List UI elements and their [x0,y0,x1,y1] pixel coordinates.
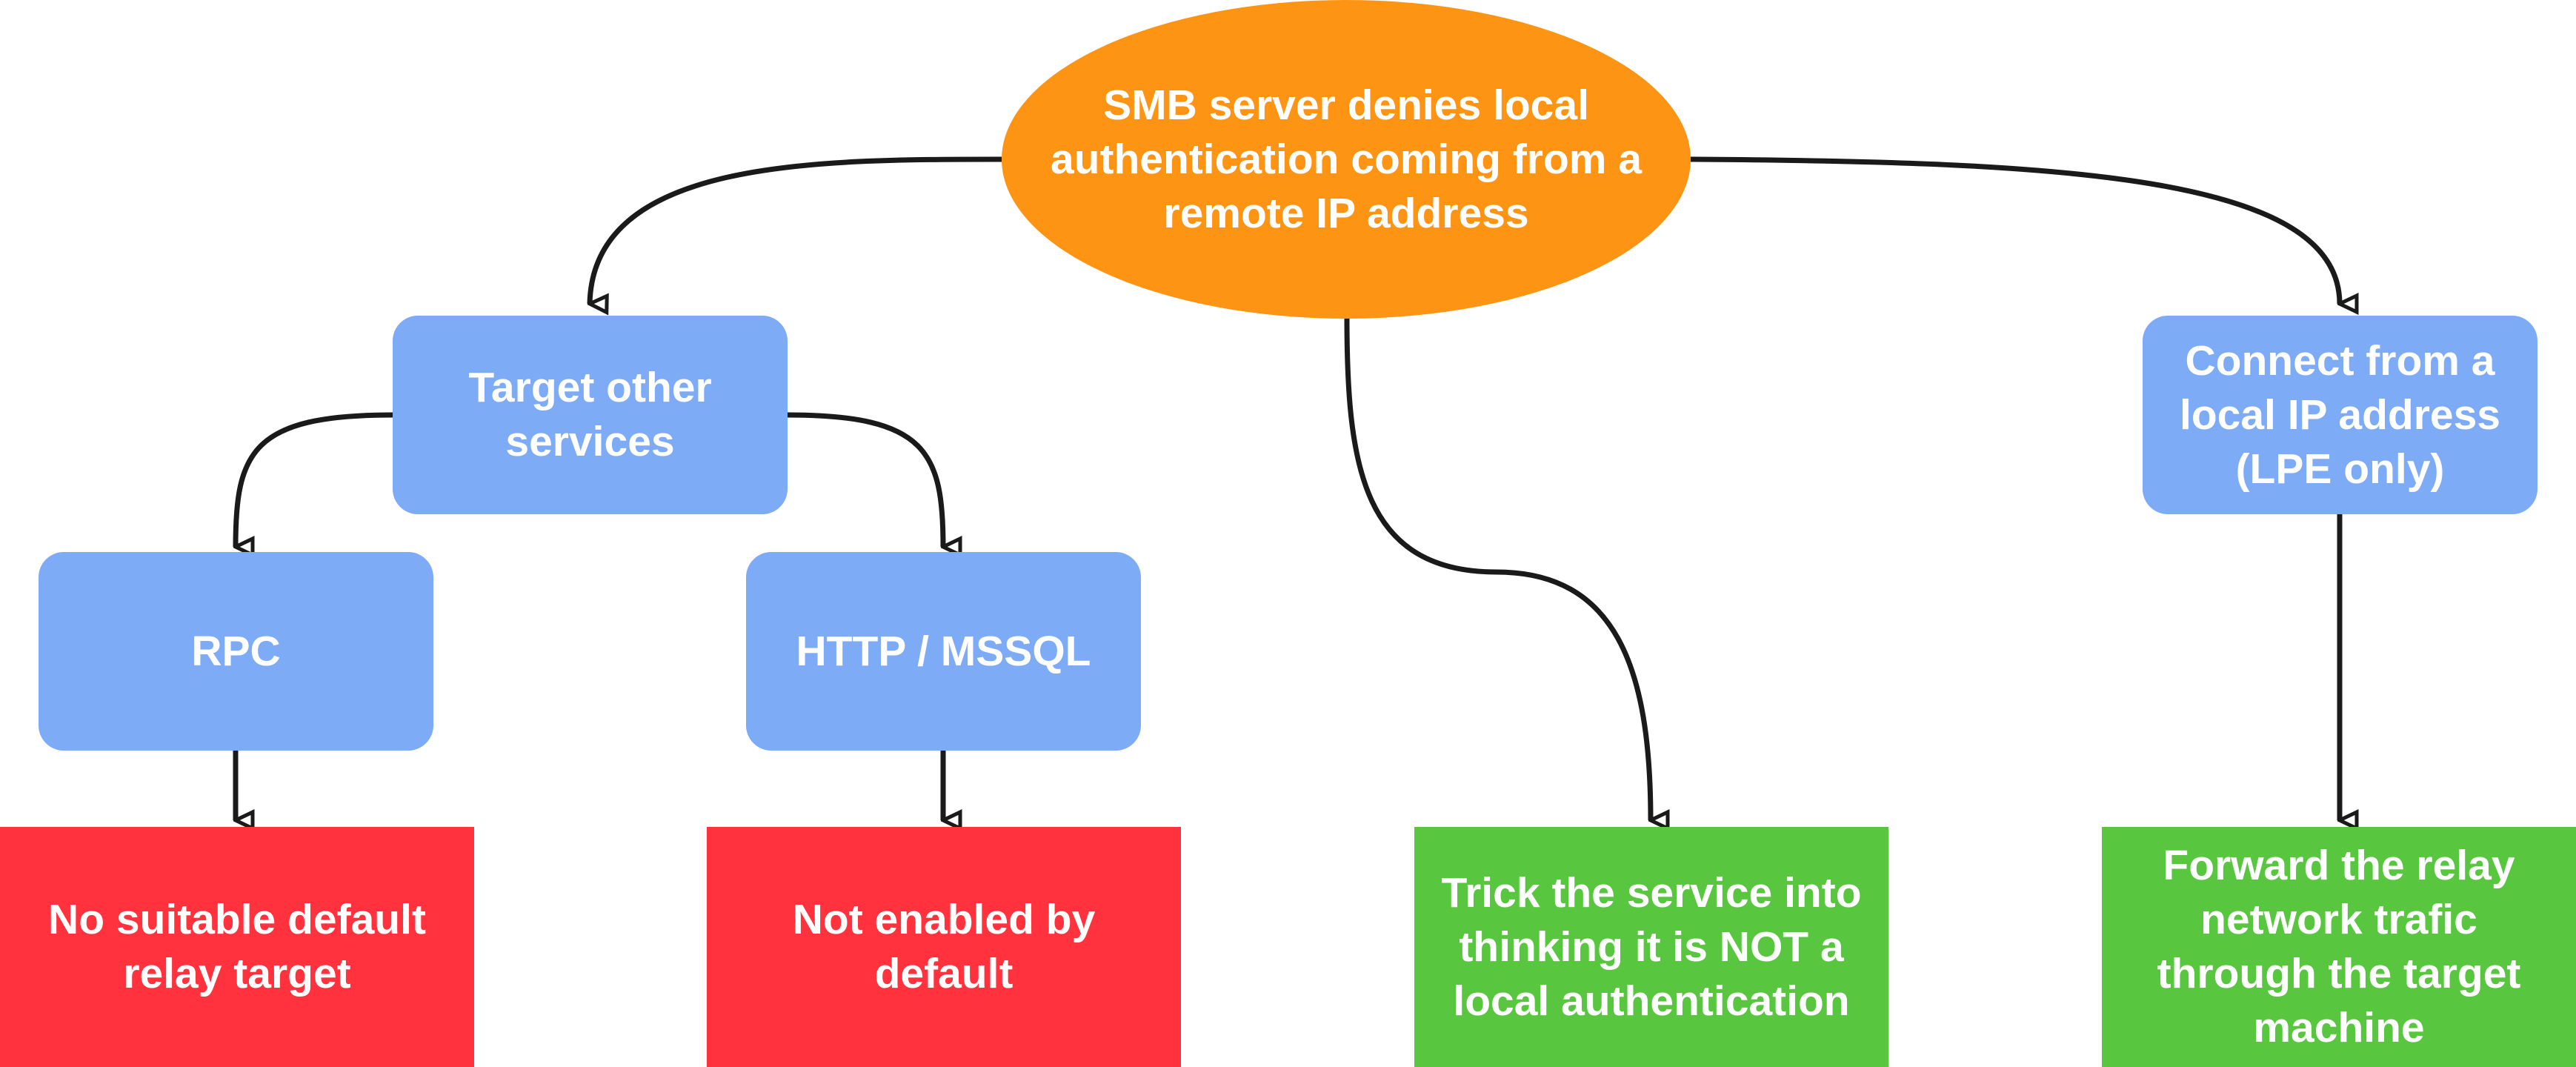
node-forward-the-relay: Forward the relay network trafic through… [2102,827,2576,1067]
node-target-other-services: Target other services [393,316,788,514]
edge-root-to-target-other [587,156,1002,304]
edge-root-to-trick-service [1344,316,1651,820]
node-rpc-label: RPC [191,627,281,675]
node-connect-local-ip: Connect from a local IP address (LPE onl… [2143,316,2537,514]
node-root-smb-server-denies: SMB server denies local authentication c… [1002,0,1691,319]
node-not-enabled-label: Not enabled by default [792,896,1096,997]
node-trick-the-service: Trick the service into thinking it is NO… [1414,827,1888,1067]
node-rpc: RPC [39,552,433,751]
node-no-suitable-default: No suitable default relay target [0,827,474,1067]
node-connect-local-label: Connect from a local IP address (LPE onl… [2179,336,2500,493]
node-root-label: SMB server denies local authentication c… [1050,81,1643,237]
edge-target-other-to-http-mssql [787,412,943,547]
edge-target-other-to-rpc [233,412,393,547]
node-forward-the-relay-label: Forward the relay network trafic through… [2157,842,2521,1051]
node-http-mssql-label: HTTP / MSSQL [796,627,1091,675]
node-not-enabled-by-default: Not enabled by default [707,827,1181,1067]
node-target-other-label: Target other services [468,364,712,465]
edge-root-to-connect-local [1690,156,2340,304]
node-http-mssql: HTTP / MSSQL [746,552,1141,751]
node-trick-the-service-label: Trick the service into thinking it is NO… [1441,868,1862,1025]
node-no-suitable-label: No suitable default relay target [48,896,426,997]
